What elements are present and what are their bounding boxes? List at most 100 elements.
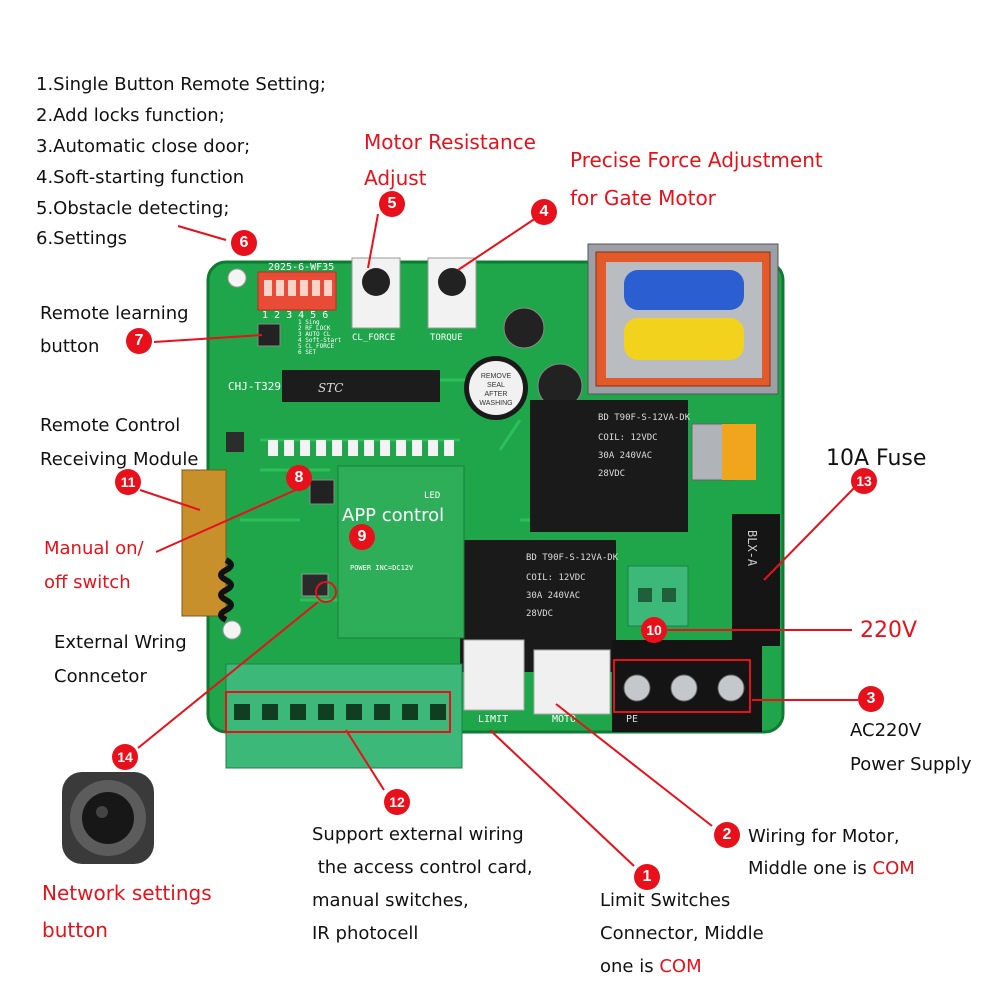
ac-terminal-slot-1 [638,588,652,602]
badge-4: 4 [531,199,557,225]
dip-function-labels: 1 Sing 2 RF LOCK 3 AUTO CL 4 Soft-Start … [298,319,342,356]
moto-connector[interactable] [533,649,611,715]
feature-6: 6.Settings [36,228,128,249]
limit-switch-prefix: one is [600,956,660,977]
badge-13: 13 [851,468,877,494]
svg-text:2 RF LOCK: 2 RF LOCK [298,325,331,332]
dip-switch-numbers: 1 2 3 4 5 6 [262,310,328,321]
cl-force-label: CL_FORCE [352,333,395,343]
svg-text:1 Sing: 1 Sing [298,319,320,326]
antenna-coil [218,557,234,623]
mounting-hole-tl [227,268,247,288]
network-settings-label-2: button [42,918,108,942]
manual-switch-label-2: off switch [44,572,131,593]
ac220-label-1: AC220V [850,720,922,741]
svg-text:WASHING: WASHING [479,400,512,407]
limit-switch-label-2: Connector, Middle [600,923,764,944]
limit-switch-label-3: one is COM [600,958,702,976]
relay-upper [530,400,688,532]
external-terminal-highlight [225,691,451,733]
network-button-board[interactable] [309,479,335,505]
moto-label: MOTO [552,714,576,725]
ac-terminal-slot-2 [662,588,676,602]
remote-learning-label-1: Remote learning [40,303,189,324]
motor-wiring-label-1: Wiring for Motor, [748,826,900,847]
manual-switch-board[interactable] [301,573,329,597]
remote-control-label-1: Remote Control [40,415,181,436]
buzzer-seal-text: REMOVE SEAL AFTER WASHING [479,373,512,407]
fuse-holder-label: BLX-A [745,530,759,567]
external-terminal-slots [234,704,446,720]
fuse-label: 10A Fuse [826,446,927,471]
svg-text:30A 240VAC: 30A 240VAC [526,591,580,601]
badge-7: 7 [126,328,152,354]
badge-1: 1 [634,864,660,890]
support-external-label-3: manual switches, [312,890,469,911]
feature-3: 3.Automatic close door; [36,136,251,157]
torque-label: TORQUE [430,333,463,343]
feature-2: 2.Add locks function; [36,105,225,126]
svg-text:BD T90F-S-12VA-DK: BD T90F-S-12VA-DK [526,553,619,563]
svg-text:REMOVE: REMOVE [481,373,512,380]
app-wifi-module [337,465,465,639]
transformer-yellow-coil [624,318,744,360]
badge-8: 8 [286,465,312,491]
limit-label: LIMIT [478,714,508,725]
svg-text:COIL: 12VDC: COIL: 12VDC [526,573,586,583]
app-control-label: APP control [342,505,445,526]
led-label: LED [424,491,440,501]
fuse-holder[interactable] [732,514,780,646]
mcu-chip [282,370,440,402]
capacitor-3 [226,432,244,452]
v220-label: 220V [860,618,918,643]
badge-11: 11 [115,469,141,495]
external-wiring-terminal[interactable] [225,663,463,769]
network-settings-label-1: Network settings [42,881,212,905]
badge-5: 5 [379,191,405,217]
limit-connector[interactable] [463,639,525,711]
relay-upper-text: BD T90F-S-12VA-DK COIL: 12VDC 30A 240VAC… [598,413,691,479]
feature-5: 5.Obstacle detecting; [36,198,230,219]
support-external-label-4: IR photocell [312,923,419,944]
svg-text:4 Soft-Start: 4 Soft-Start [298,337,342,344]
screw-terminal-screws [623,674,745,702]
power-inc-label: POWER INC=DC12V [350,564,414,572]
board-date-label: 2025-6-WF35 [268,262,334,273]
board-model-label: CHJ-T329 [228,380,281,393]
motor-wiring-com: COM [872,858,915,879]
external-wiring-label-2: Conncetor [54,666,147,687]
precise-force-label-2: for Gate Motor [570,186,716,210]
svg-text:COIL: 12VDC: COIL: 12VDC [598,433,658,443]
remote-learning-label-2: button [40,336,100,357]
network-button-inset [62,772,154,864]
badge-2: 2 [714,822,740,848]
dip-switch-levers [264,280,332,296]
limit-switch-label-1: Limit Switches [600,890,731,911]
remote-control-label-2: Receiving Module [40,449,199,470]
motor-resistance-label-2: Adjust [364,166,427,190]
limit-switch-com: COM [659,956,702,977]
support-external-label-1: Support external wiring [312,824,524,845]
yellow-capacitor [722,424,756,480]
transformer-blue-coil [624,270,744,310]
buzzer-seal [469,361,523,415]
svg-text:AFTER: AFTER [485,391,508,398]
svg-text:BD T90F-S-12VA-DK: BD T90F-S-12VA-DK [598,413,691,423]
feature-4: 4.Soft-starting function [36,167,245,188]
svg-text:SEAL: SEAL [487,382,505,389]
callout-lines [137,213,859,867]
feature-1: 1.Single Button Remote Setting; [36,74,326,95]
mounting-hole-bl [222,620,242,640]
svg-text:5 CL FORCE: 5 CL FORCE [298,343,335,350]
badge-12: 12 [384,789,410,815]
motor-wiring-label-2: Middle one is COM [748,860,915,878]
svg-text:28VDC: 28VDC [526,609,553,619]
svg-text:28VDC: 28VDC [598,469,625,479]
relay-lower-text: BD T90F-S-12VA-DK COIL: 12VDC 30A 240VAC… [526,553,619,619]
torque-knob[interactable] [438,268,466,296]
support-external-label-2: the access control card, [312,857,533,878]
remote-receiver-module [181,469,227,617]
motor-resistance-knob[interactable] [362,268,390,296]
external-wiring-label-1: External Wring [54,632,187,653]
